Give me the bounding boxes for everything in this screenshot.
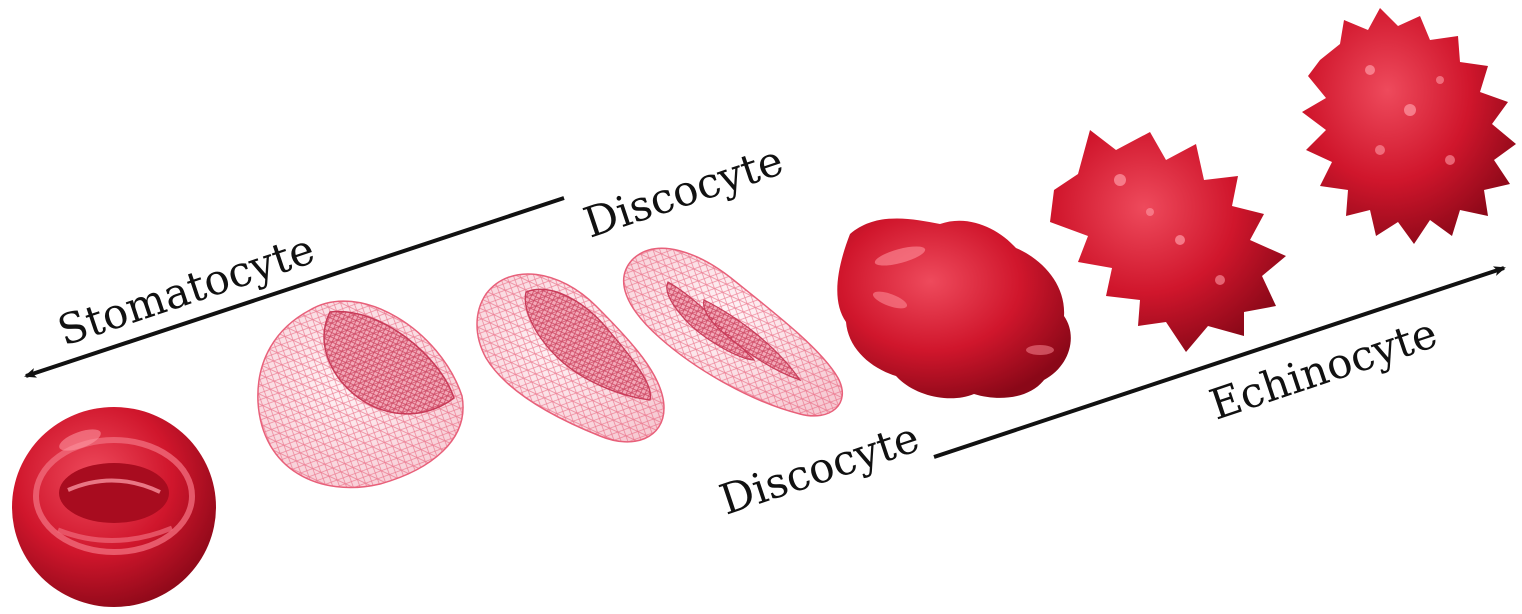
echinocyte-mid-cell — [1050, 130, 1286, 352]
stomatocyte-mesh-cell — [258, 301, 463, 487]
discocyte-solid-cell — [837, 218, 1071, 398]
discocyte-lower-label: Discocyte — [714, 413, 925, 525]
discocyte-upper-label: Discocyte — [578, 136, 789, 248]
echinocyte-final-cell — [1302, 8, 1516, 244]
stomatocyte-solid-cell — [12, 407, 216, 607]
